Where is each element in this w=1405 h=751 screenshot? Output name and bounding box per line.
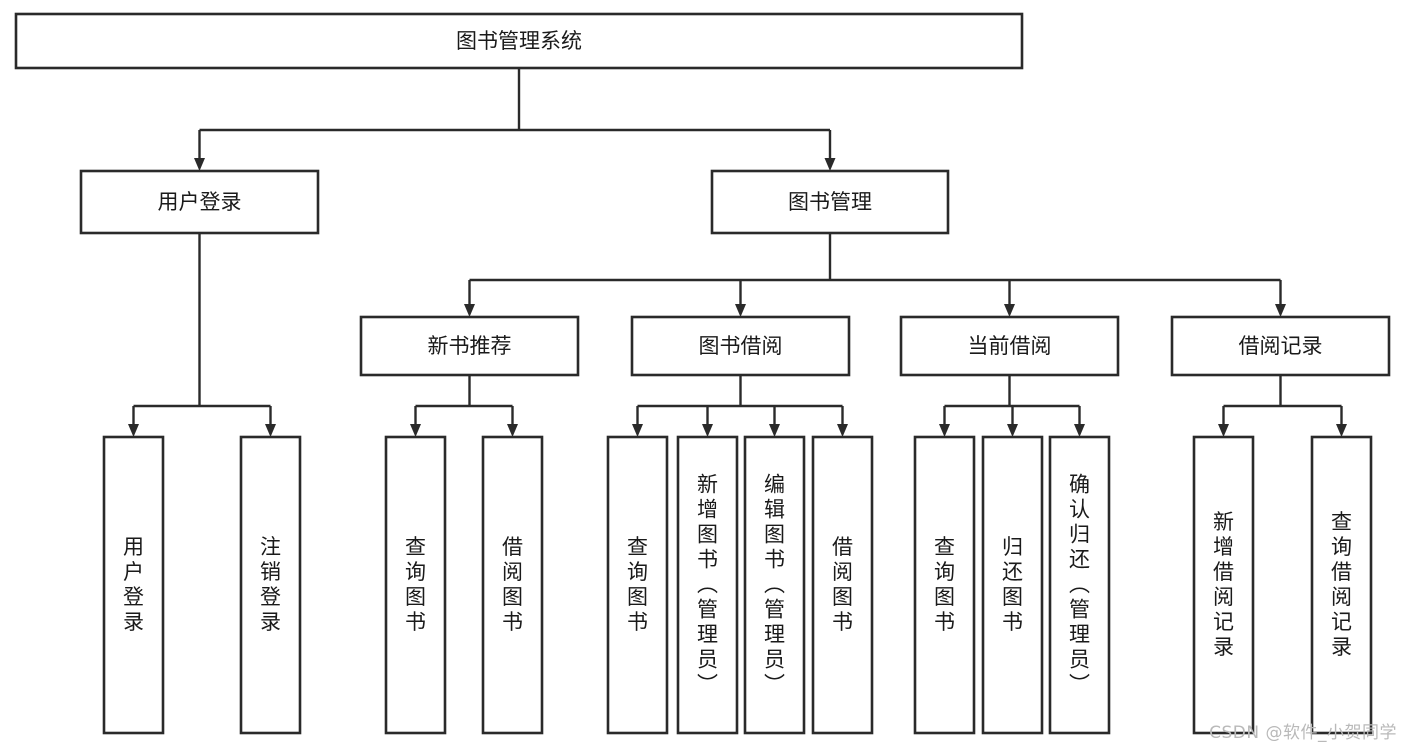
arrow-head-icon [939,424,950,437]
node-leaf-return-book[interactable]: 归还图书 [981,435,1044,735]
arrow-head-icon [824,158,836,171]
arrow-head-icon [194,158,205,171]
arrow-head-icon [837,424,848,437]
node-leaf-confirm-return-admin[interactable]: 确认归还︵管理员︶ [1048,435,1111,735]
node-book-management[interactable]: 图书管理 [710,169,950,235]
arrow-head-icon [265,424,276,437]
arrow-head-icon [1074,424,1085,437]
node-label-leaf-logout-login: 注销登录 [260,535,281,634]
connector-group-new-book-recommend [410,375,518,437]
node-label-leaf-confirm-return-admin: 确认归还︵管理员︶ [1069,473,1090,697]
node-label-leaf-query-book-borrow: 查询图书 [627,535,648,634]
nodes-layer: 图书管理系统用户登录图书管理新书推荐图书借阅当前借阅借阅记录用户登录注销登录查询… [14,12,1391,735]
arrow-head-icon [1218,424,1229,437]
node-leaf-query-book-borrow[interactable]: 查询图书 [606,435,669,735]
node-user-login[interactable]: 用户登录 [79,169,320,235]
node-box-root [14,12,1024,70]
node-leaf-query-book-current[interactable]: 查询图书 [913,435,976,735]
node-box-leaf-logout-login [239,435,302,735]
node-borrow-record[interactable]: 借阅记录 [1170,315,1391,377]
connector-group-user-login [128,233,276,437]
arrow-head-icon [1336,424,1347,437]
node-box-leaf-return-book [981,435,1044,735]
node-leaf-logout-login[interactable]: 注销登录 [239,435,302,735]
node-leaf-add-book-admin[interactable]: 新增图书︵管理员︶ [676,435,739,735]
node-label-leaf-add-book-admin: 新增图书︵管理员︶ [697,473,718,697]
node-leaf-add-borrow-record[interactable]: 新增借阅记录 [1192,435,1255,735]
node-label-leaf-query-borrow-record: 查询借阅记录 [1331,510,1352,659]
node-label-current-borrow: 当前借阅 [968,334,1052,358]
node-box-current-borrow [899,315,1120,377]
node-box-leaf-query-book-current [913,435,976,735]
node-box-leaf-borrow-book [811,435,874,735]
node-leaf-user-login[interactable]: 用户登录 [102,435,165,735]
node-label-book-management: 图书管理 [788,190,872,214]
node-current-borrow[interactable]: 当前借阅 [899,315,1120,377]
node-label-leaf-query-book-recommend: 查询图书 [405,535,426,634]
node-label-borrow-record: 借阅记录 [1239,334,1323,358]
node-box-leaf-confirm-return-admin [1048,435,1111,735]
connector-group-root [194,68,836,171]
node-book-borrow[interactable]: 图书借阅 [630,315,851,377]
node-box-book-borrow [630,315,851,377]
node-label-leaf-borrow-book-recommend: 借阅图书 [502,535,523,634]
node-box-leaf-edit-book-admin [743,435,806,735]
node-label-leaf-add-borrow-record: 新增借阅记录 [1213,510,1234,659]
arrow-head-icon [410,424,421,437]
arrow-head-icon [702,424,713,437]
arrow-head-icon [769,424,780,437]
node-new-book-recommend[interactable]: 新书推荐 [359,315,580,377]
connector-group-book-management [464,233,1286,317]
node-box-leaf-query-borrow-record [1310,435,1373,735]
node-label-root: 图书管理系统 [456,29,582,53]
node-box-leaf-user-login [102,435,165,735]
node-label-leaf-return-book: 归还图书 [1002,535,1023,634]
node-leaf-borrow-book-recommend[interactable]: 借阅图书 [481,435,544,735]
node-box-user-login [79,169,320,235]
connectors-layer [128,68,1347,437]
node-box-leaf-add-book-admin [676,435,739,735]
arrow-head-icon [632,424,643,437]
arrow-head-icon [1007,424,1018,437]
arrow-head-icon [128,424,139,437]
node-box-leaf-query-book-borrow [606,435,669,735]
node-box-new-book-recommend [359,315,580,377]
arrow-head-icon [1004,304,1015,317]
node-root[interactable]: 图书管理系统 [14,12,1024,70]
node-label-new-book-recommend: 新书推荐 [428,334,512,358]
node-leaf-borrow-book[interactable]: 借阅图书 [811,435,874,735]
node-label-leaf-borrow-book: 借阅图书 [832,535,853,634]
node-label-leaf-query-book-current: 查询图书 [934,535,955,634]
node-leaf-query-borrow-record[interactable]: 查询借阅记录 [1310,435,1373,735]
arrow-head-icon [735,304,746,317]
node-leaf-query-book-recommend[interactable]: 查询图书 [384,435,447,735]
node-box-book-management [710,169,950,235]
connector-group-book-borrow [632,375,848,437]
node-label-book-borrow: 图书借阅 [699,334,783,358]
node-box-leaf-query-book-recommend [384,435,447,735]
node-box-leaf-borrow-book-recommend [481,435,544,735]
node-leaf-edit-book-admin[interactable]: 编辑图书︵管理员︶ [743,435,806,735]
node-box-leaf-add-borrow-record [1192,435,1255,735]
connector-group-current-borrow [939,375,1085,437]
arrow-head-icon [507,424,518,437]
arrow-head-icon [1275,304,1286,317]
node-label-user-login: 用户登录 [158,190,242,214]
node-label-leaf-edit-book-admin: 编辑图书︵管理员︶ [764,473,785,697]
node-box-borrow-record [1170,315,1391,377]
connector-group-borrow-record [1218,375,1347,437]
node-label-leaf-user-login: 用户登录 [123,535,144,634]
arrow-head-icon [464,304,475,317]
